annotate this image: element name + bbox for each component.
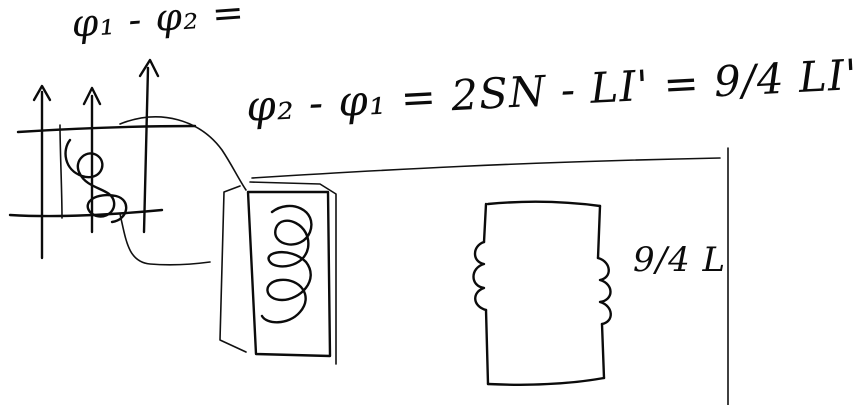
zoomed-coil-helix [260, 204, 313, 324]
field-arrow-2-head [82, 86, 102, 106]
field-arrows [32, 58, 160, 260]
inductance-label: 9/4 L [633, 240, 727, 280]
coil-lead-wire [119, 213, 211, 266]
inductor-right-wire-top [596, 204, 602, 260]
zoomed-coil-box [219, 181, 337, 365]
inductor-bottom-wire [486, 376, 606, 386]
zoomed-box-right-edge [249, 181, 337, 365]
field-arrow-1-head [32, 84, 52, 102]
coil-helix-left [64, 138, 128, 224]
zoomed-box-left-edge [219, 185, 247, 353]
plate-line-lower [8, 208, 164, 218]
field-arrow-3 [142, 66, 150, 234]
inductor-right-coil [596, 256, 612, 326]
plate-line-upper [16, 124, 197, 134]
whiteboard-canvas: φ₁ - φ₂ = φ₂ - φ₁ = 2SN - LI' = 9/4 LI' … [8, 0, 859, 405]
zoomed-box-inner [246, 190, 332, 358]
plate-lines [8, 124, 197, 219]
field-arrow-3-head [138, 58, 160, 78]
inductor-equivalent [472, 200, 612, 386]
zoom-connector-curve [119, 116, 247, 191]
inductor-left-wire-top [482, 202, 488, 244]
sketch-drawing [8, 58, 729, 405]
inductor-left-wire-bottom [484, 308, 490, 386]
inductor-right-wire-bottom [600, 322, 606, 380]
inductor-top-wire [486, 200, 602, 208]
inductor-left-coil [472, 240, 488, 312]
plate-edge-left [59, 124, 63, 219]
equation-underline [251, 157, 721, 179]
